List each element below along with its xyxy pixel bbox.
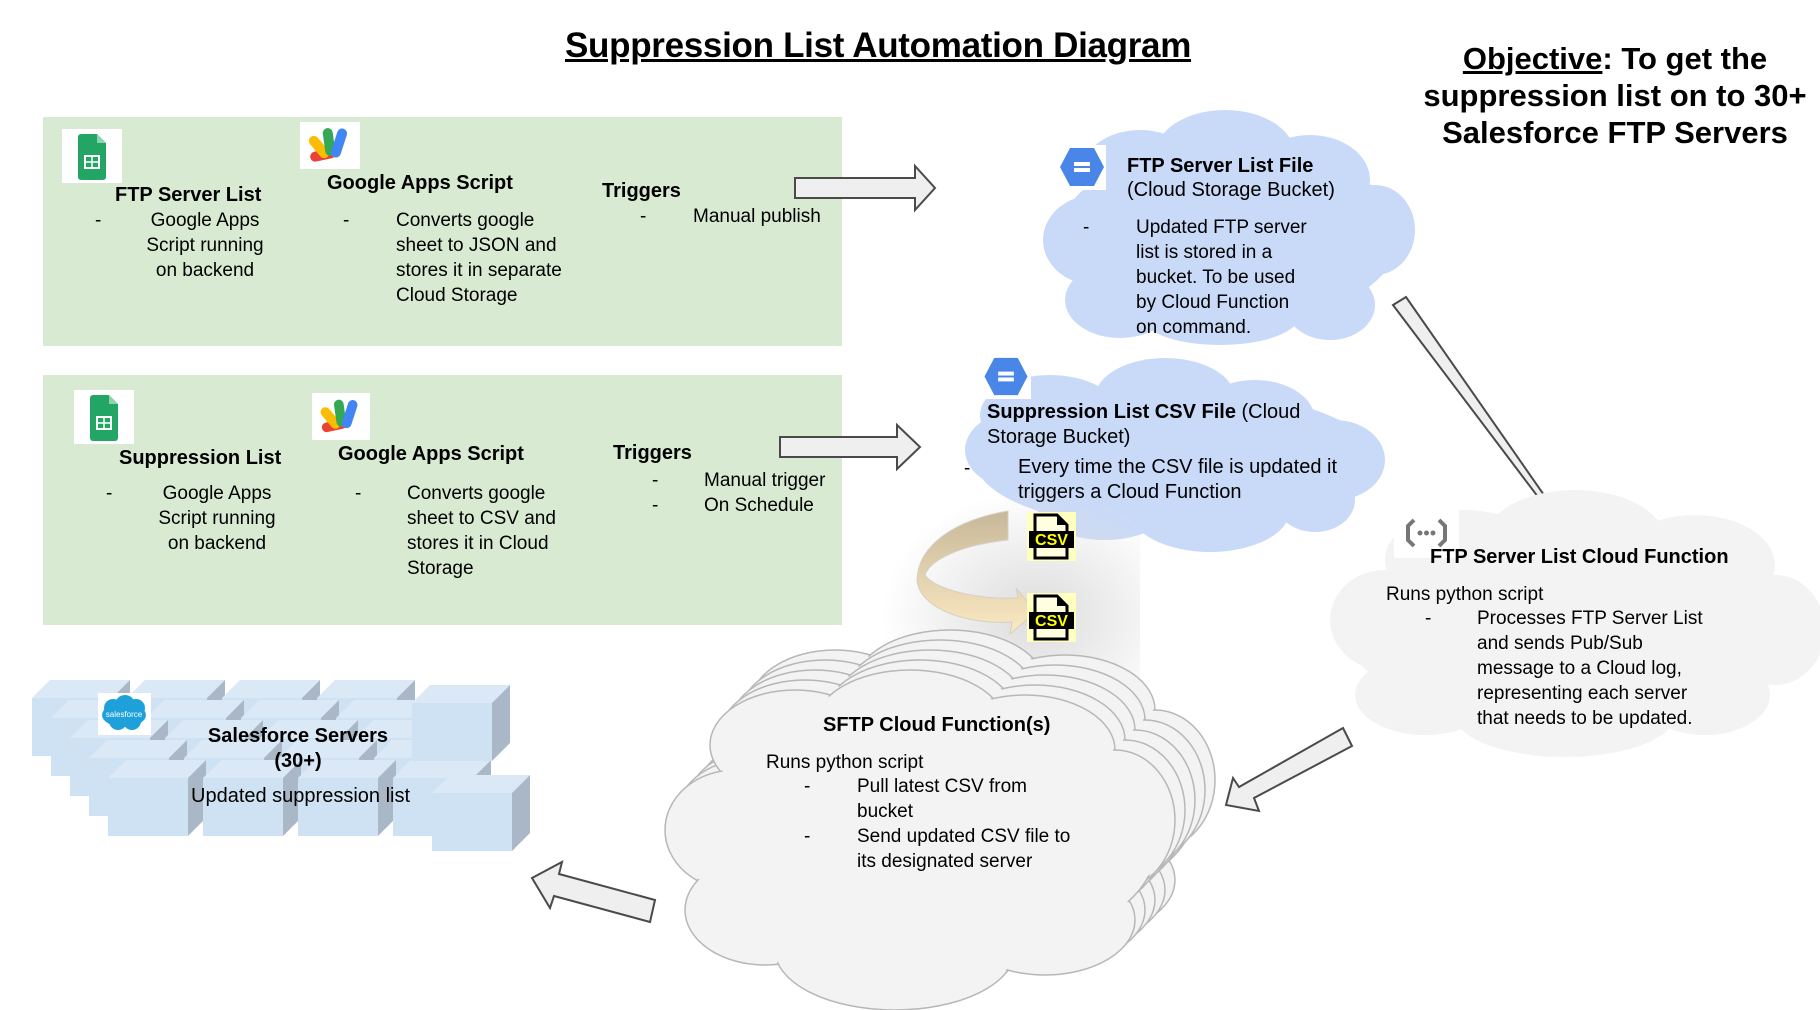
script-description: Converts google sheet to JSON and stores… bbox=[396, 210, 562, 306]
script-description: Converts google sheet to CSV and stores … bbox=[407, 483, 556, 579]
google-sheets-icon bbox=[74, 390, 134, 444]
ftp-bucket-title: FTP Server List File bbox=[1127, 155, 1314, 177]
csv-bucket-title: Suppression List CSV File (Cloud Storage… bbox=[987, 401, 1301, 448]
suppression-list-panel bbox=[43, 375, 842, 625]
sftp-step: Send updated CSV file to its designated … bbox=[857, 826, 1071, 872]
objective-label: Objective bbox=[1462, 41, 1603, 76]
csv-file-icon: CSV bbox=[1027, 512, 1076, 561]
sftp-function-title: SFTP Cloud Function(s) bbox=[823, 714, 1051, 736]
triggers-title: Triggers bbox=[602, 180, 681, 202]
ftp-function-cloud bbox=[1330, 490, 1820, 757]
ftp-function-intro: Runs python script bbox=[1386, 584, 1544, 605]
svg-text:salesforce: salesforce bbox=[106, 710, 143, 719]
salesforce-logo-icon: salesforce bbox=[98, 693, 151, 735]
sheet-title: Suppression List bbox=[119, 447, 282, 469]
cloud-storage-icon bbox=[1058, 145, 1106, 190]
server-box bbox=[412, 685, 510, 761]
ftp-server-list-panel bbox=[43, 117, 842, 346]
csv-bucket-cloud bbox=[965, 358, 1385, 552]
trigger-item: On Schedule bbox=[704, 495, 814, 516]
salesforce-caption: Updated suppression list bbox=[191, 785, 411, 807]
cloud-layer bbox=[664, 669, 1176, 1010]
triggers-title: Triggers bbox=[613, 442, 692, 464]
google-apps-script-icon bbox=[312, 393, 370, 440]
sheet-description: Google Apps Script running on backend bbox=[158, 483, 276, 554]
google-apps-script-icon bbox=[300, 122, 360, 169]
server-box bbox=[432, 775, 530, 851]
ftp-function-description: Processes FTP Server List and sends Pub/… bbox=[1477, 608, 1703, 729]
svg-text:CSV: CSV bbox=[1035, 613, 1068, 630]
svg-text:CSV: CSV bbox=[1035, 532, 1068, 549]
cloud-storage-icon bbox=[981, 355, 1031, 399]
ftp-bucket-description: Updated FTP server list is stored in a b… bbox=[1136, 217, 1307, 338]
server-box bbox=[108, 760, 206, 836]
sheet-title: FTP Server List bbox=[115, 184, 262, 206]
script-title: Google Apps Script bbox=[338, 443, 524, 465]
server-box bbox=[203, 760, 301, 836]
sftp-function-intro: Runs python script bbox=[766, 752, 924, 773]
objective-text: Objective: To get the suppression list o… bbox=[1423, 41, 1807, 150]
csv-file-icon: CSV bbox=[1027, 593, 1076, 642]
ftp-bucket-subtitle: (Cloud Storage Bucket) bbox=[1127, 179, 1335, 201]
trigger-item: Manual trigger bbox=[704, 470, 826, 491]
server-box bbox=[298, 760, 396, 836]
sheet-description: Google Apps Script running on backend bbox=[146, 210, 264, 281]
diagram-title: Suppression List Automation Diagram bbox=[565, 26, 1192, 65]
cloud-functions-icon bbox=[1394, 508, 1459, 558]
ftp-function-title: FTP Server List Cloud Function bbox=[1430, 546, 1729, 568]
script-title: Google Apps Script bbox=[327, 172, 513, 194]
trigger-item: Manual publish bbox=[693, 206, 821, 227]
sftp-function-cloud bbox=[664, 629, 1216, 1010]
ftp-bucket-cloud bbox=[1043, 110, 1415, 345]
sftp-step: Pull latest CSV from bucket bbox=[857, 776, 1027, 822]
salesforce-title: Salesforce Servers (30+) bbox=[207, 725, 389, 772]
salesforce-server-stack bbox=[32, 680, 530, 851]
google-sheets-icon bbox=[62, 129, 122, 183]
